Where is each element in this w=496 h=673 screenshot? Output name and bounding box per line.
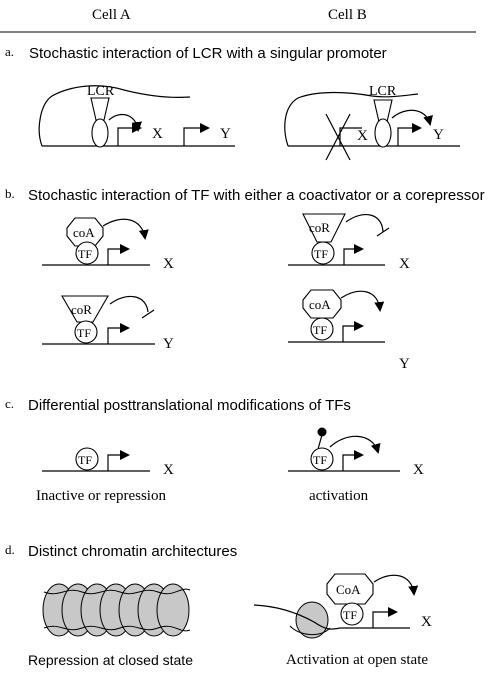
section-b-a2-repression-bar <box>141 309 155 319</box>
section-d-gene-x: X <box>421 614 432 630</box>
section-a-cell-b-loop <box>284 91 419 147</box>
section-c-a-caption: Inactive or repression <box>36 488 166 504</box>
section-b-a2-tf-label: TF <box>77 326 91 340</box>
section-a-letter: a. <box>5 44 14 59</box>
section-b-b2-tf-circle <box>310 317 334 341</box>
section-b-b2-tf-label: TF <box>313 323 327 337</box>
section-b-b1-repression-arc <box>345 214 384 233</box>
section-a-cell-a-gene-x: X <box>152 126 163 142</box>
section-d-open-nucleosome <box>295 601 329 639</box>
section-b-a1-tf-label: TF <box>78 247 92 261</box>
section-d-closed-dna-bottom <box>43 625 191 632</box>
section-c-b-promoter-arrow <box>342 450 364 471</box>
section-d-a-caption: Repression at closed state <box>28 652 193 668</box>
section-b-b2-coactivator-label: coA <box>309 297 331 312</box>
section-d-closed-chromatin <box>42 583 191 637</box>
section-c-title: Differential posttranslational modificat… <box>28 397 351 414</box>
section-c-b-tf-circle <box>310 447 334 471</box>
section-a-cell-b-gene-x: X <box>357 128 368 144</box>
section-b-b1-promoter-arrow <box>343 244 364 265</box>
section-a-cell-a-lcr-funnel <box>90 97 110 121</box>
section-c-letter: c. <box>5 396 14 411</box>
section-a-cell-a-lcr-label: LCR <box>87 84 115 99</box>
section-b-b1-tf-label: TF <box>314 247 328 261</box>
section-b-b2-activation-arrow <box>340 290 385 312</box>
section-b-title: Stochastic interaction of TF with either… <box>28 187 485 204</box>
section-b-b2-coactivator-octagon <box>302 289 342 319</box>
section-d-activation-arrow <box>373 574 419 596</box>
section-b-b1-corepressor-trapezoid <box>302 213 346 243</box>
section-c-a-gene-x: X <box>163 462 174 478</box>
section-a-title: Stochastic interaction of LCR with a sin… <box>29 45 387 62</box>
section-c-a-promoter-arrow <box>107 450 130 471</box>
section-d-open-dna-wrap <box>289 625 331 635</box>
section-a-cell-a-loop <box>38 85 191 147</box>
section-b-a1-gene-x: X <box>163 256 174 272</box>
section-d-coactivator-label: CoA <box>336 582 361 597</box>
header-cell-a: Cell A <box>92 7 131 23</box>
section-a-cell-b-lcr-oval <box>374 118 392 148</box>
section-d-title: Distinct chromatin architectures <box>28 543 237 560</box>
section-b-a1-activation-arrow <box>102 218 149 240</box>
section-d-tf-label: TF <box>343 608 357 622</box>
section-b-b1-tf-circle <box>311 241 335 265</box>
section-c-a-tf-circle <box>75 447 99 471</box>
section-b-a2-corepressor-label: coR <box>71 302 92 317</box>
section-d-tf-circle <box>340 602 364 626</box>
section-b-b2-promoter-arrow <box>342 321 364 342</box>
section-b-b1-repression-bar <box>376 227 390 237</box>
section-a-cell-b-gene-y: Y <box>433 127 444 143</box>
section-a-cell-a-gene-y: Y <box>220 126 231 142</box>
section-a-cell-a-lcr-oval <box>91 118 109 148</box>
section-b-b1-gene-x: X <box>399 256 410 272</box>
section-c-b-activation-arrow <box>329 435 381 454</box>
section-b-a2-corepressor-trapezoid <box>61 295 109 323</box>
section-b-a1-promoter-arrow <box>107 244 130 265</box>
section-c-a-tf-label: TF <box>78 453 92 467</box>
header-cell-b: Cell B <box>328 7 367 23</box>
section-b-a2-repression-arc <box>109 295 149 313</box>
section-d-coactivator-octagon <box>326 573 374 605</box>
section-b-a2-tf-circle <box>74 320 98 344</box>
section-c-b-tf-label: TF <box>313 453 327 467</box>
section-c-b-modification-stalk <box>317 434 323 450</box>
section-b-a1-coactivator-label: coA <box>73 225 95 240</box>
section-b-a2-gene-y: Y <box>163 336 174 352</box>
section-a-cell-b-x-cross-2 <box>325 113 351 161</box>
section-a-cell-a-promoter-y-arrow <box>183 123 210 146</box>
section-c-b-modification-dot <box>317 427 327 437</box>
section-a-cell-a-activation-arrow <box>108 113 142 132</box>
section-d-closed-dna-top <box>43 588 191 595</box>
section-c-b-caption: activation <box>309 488 369 504</box>
section-a-cell-b-lcr-label: LCR <box>369 84 397 99</box>
nucleosome <box>156 583 190 637</box>
section-b-a1-tf-circle <box>75 241 99 265</box>
section-b-letter: b. <box>5 186 15 201</box>
section-d-open-dna <box>253 604 410 630</box>
section-c-b-gene-x: X <box>413 462 424 478</box>
section-a-cell-b-promoter-y-arrow <box>397 123 422 146</box>
section-b-b2-gene-y: Y <box>399 356 410 372</box>
section-b-b1-corepressor-label: coR <box>309 220 330 235</box>
section-b-a2-promoter-arrow <box>107 323 130 344</box>
section-d-letter: d. <box>5 542 15 557</box>
section-a-cell-a-promoter-x-arrow <box>117 123 142 146</box>
section-a-cell-b-activation-arrow <box>391 109 433 126</box>
section-d-b-caption: Activation at open state <box>286 652 428 668</box>
section-d-promoter-arrow <box>372 607 398 628</box>
